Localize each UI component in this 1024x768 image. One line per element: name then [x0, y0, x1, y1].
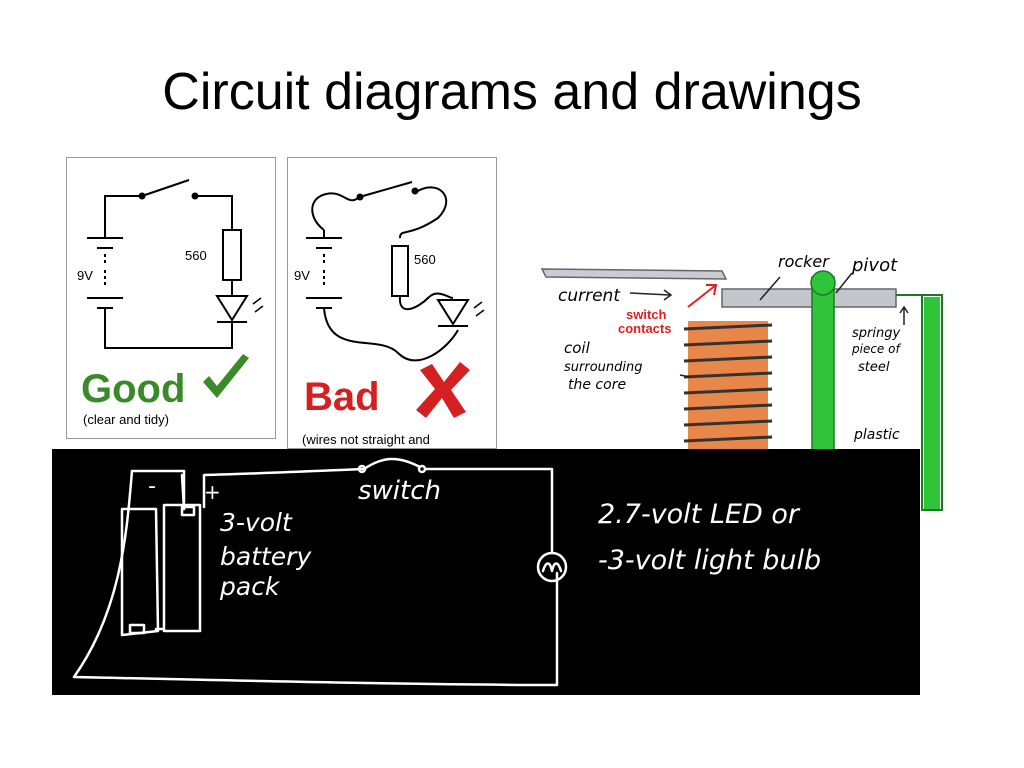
switch-contacts-label-2: contacts — [618, 321, 671, 336]
switch-contacts-label-1: switch — [626, 307, 667, 322]
good-resistor-label: 560 — [185, 248, 207, 263]
lamp-label-2: -3-volt light bulb — [598, 545, 821, 576]
hand-drawn-circuit-panel: - + switch 3-volt battery pack 2.7-volt … — [52, 449, 920, 695]
bad-circuit-panel: 560 9V Bad (wires not straight and — [287, 157, 497, 449]
plastic-label: plastic — [853, 427, 900, 443]
bad-resistor-label: 560 — [414, 252, 436, 267]
good-verdict: Good — [81, 367, 185, 411]
current-label: current — [558, 286, 621, 306]
bad-verdict: Bad — [304, 375, 380, 419]
bad-voltage-label: 9V — [294, 268, 310, 283]
good-caption: (clear and tidy) — [83, 412, 169, 427]
battery-label-3: pack — [219, 572, 281, 601]
minus-sign: - — [148, 474, 156, 499]
check-mark-icon — [203, 354, 249, 398]
good-circuit-panel: 560 9V Good (clear and tidy) — [66, 157, 276, 439]
good-circuit-diagram: 560 9V Good (clear and tidy) — [77, 179, 264, 427]
spring-label-1: springy — [852, 326, 900, 341]
plus-sign: + — [204, 480, 221, 504]
good-voltage-label: 9V — [77, 268, 93, 283]
coil-label-2: surrounding — [564, 360, 643, 375]
battery-label-2: battery — [220, 542, 312, 571]
hand-drawn-circuit: - + switch 3-volt battery pack 2.7-volt … — [72, 457, 821, 687]
spring-label-3: steel — [858, 360, 890, 375]
spring-label-2: piece of — [851, 342, 901, 356]
switch-label: switch — [358, 476, 441, 506]
pivot-label: pivot — [851, 255, 898, 276]
coil-label-3: the core — [568, 377, 626, 393]
contact-arm — [540, 268, 728, 280]
bad-caption: (wires not straight and — [302, 432, 430, 447]
coil-label-1: coil — [564, 339, 591, 357]
battery-label-1: 3-volt — [220, 508, 293, 537]
lamp-label-1: 2.7-volt LED or — [598, 499, 801, 530]
cross-mark-icon — [416, 362, 470, 418]
slide-title: Circuit diagrams and drawings — [162, 63, 862, 121]
bad-circuit-diagram: 560 9V Bad (wires not straight and — [294, 181, 485, 447]
rocker-bar — [721, 288, 897, 308]
plastic-frame — [924, 297, 940, 509]
rocker-label: rocker — [778, 252, 830, 271]
